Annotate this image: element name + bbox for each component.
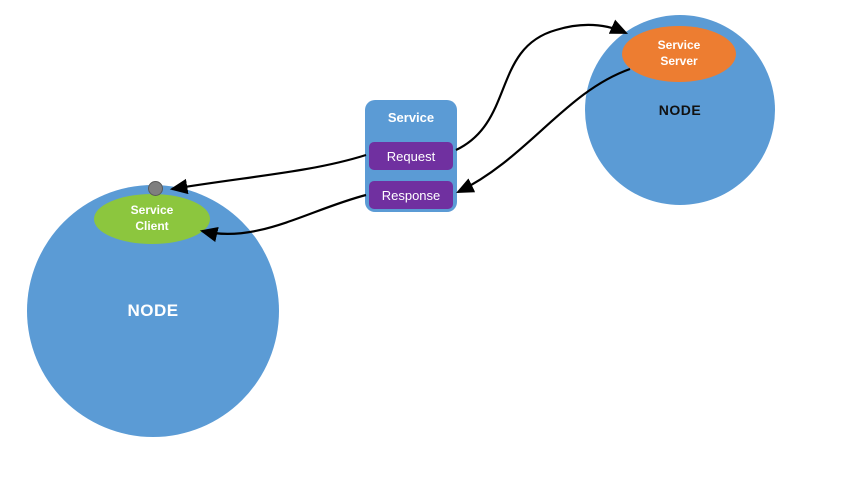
service-box: Service Request Response	[365, 100, 457, 212]
service-server-label-line2: Server	[660, 54, 698, 68]
request-box: Request	[369, 142, 453, 170]
service-client-label-line1: Service	[130, 203, 174, 218]
service-client-label-line2: Client	[135, 219, 169, 233]
service-box-title: Service	[387, 110, 435, 125]
service-server-label-line1: Service	[657, 38, 701, 53]
node-left-label: NODE	[127, 301, 179, 320]
request-to-client-dot-arrow	[169, 153, 367, 195]
connection-dot-icon	[148, 181, 163, 196]
response-box: Response	[369, 181, 453, 209]
node-right-label: NODE	[658, 102, 702, 118]
service-server-ellipse: Service Server	[622, 26, 736, 82]
service-client-ellipse: Service Client	[94, 194, 210, 244]
